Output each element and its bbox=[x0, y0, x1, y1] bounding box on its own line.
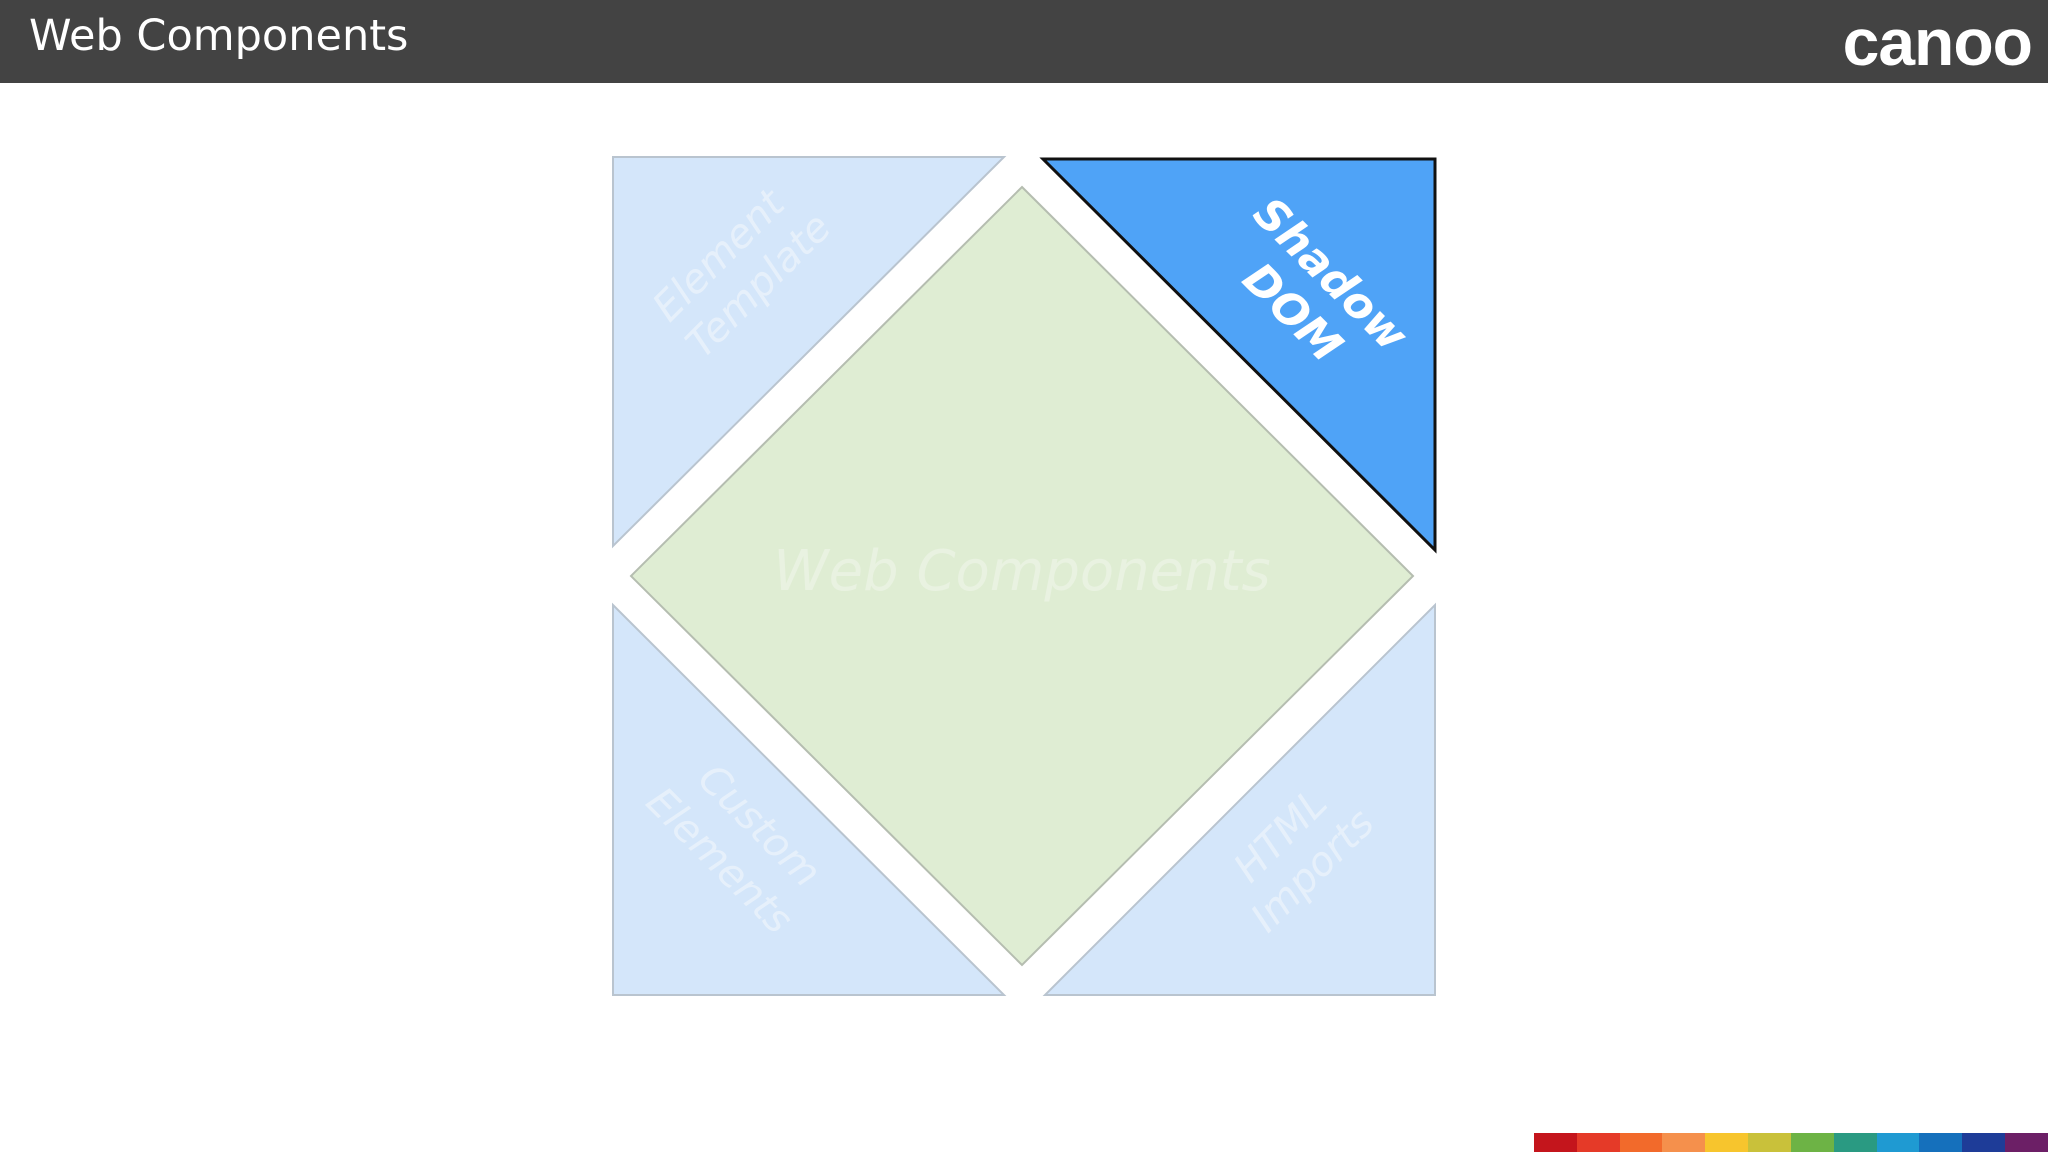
footer-stripe-segment bbox=[2005, 1133, 2048, 1152]
canoo-logo: canoo bbox=[1842, 5, 2033, 79]
piece-shadow-dom: Shadow DOM bbox=[1039, 157, 1437, 554]
piece-element-template: Element Template bbox=[612, 156, 1007, 549]
footer-stripe-segment bbox=[1748, 1133, 1791, 1152]
footer-color-stripe bbox=[1534, 1133, 2048, 1152]
footer-stripe-segment bbox=[1619, 1133, 1663, 1152]
footer-stripe-segment bbox=[1534, 1133, 1577, 1152]
footer-stripe-segment bbox=[1662, 1133, 1706, 1152]
footer-stripe-segment bbox=[1790, 1133, 1834, 1152]
footer-stripe-segment bbox=[1876, 1133, 1920, 1152]
footer-stripe-segment bbox=[1576, 1133, 1620, 1152]
footer-stripe-segment bbox=[1705, 1133, 1749, 1152]
piece-html-imports: HTML Imports bbox=[1042, 602, 1436, 996]
slide-title: Web Components bbox=[29, 11, 409, 61]
title-bar: Web Components canoo bbox=[0, 0, 2048, 83]
footer-stripe-segment bbox=[1833, 1133, 1877, 1152]
footer-stripe-segment bbox=[1962, 1133, 2006, 1152]
web-components-center-label: Web Components bbox=[773, 539, 1270, 604]
footer-stripe-segment bbox=[1919, 1133, 1963, 1152]
piece-web-components-core: Web Components bbox=[629, 185, 1415, 967]
